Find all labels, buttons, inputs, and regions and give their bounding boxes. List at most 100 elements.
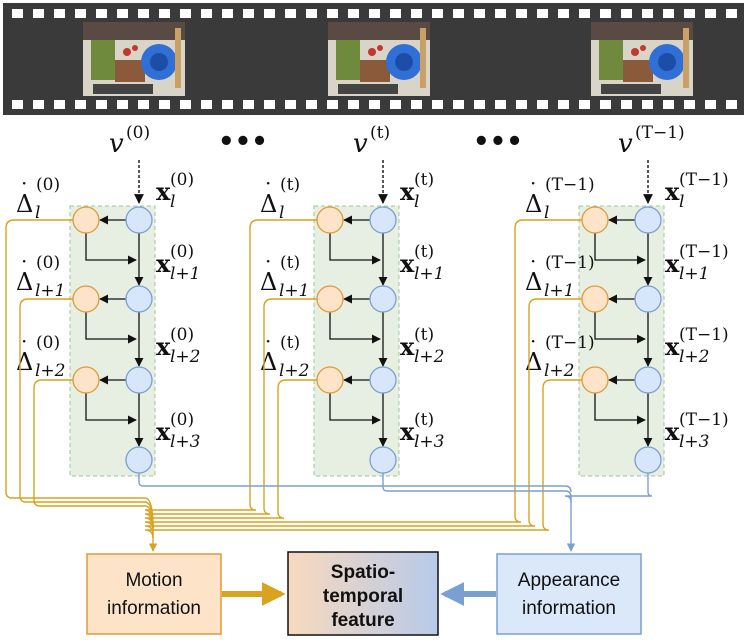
feature-label-line3: feature: [331, 610, 394, 631]
x-subscript: l+3: [170, 432, 201, 452]
delta-superscript: (T−1): [545, 253, 595, 273]
sprocket-hole: [432, 100, 443, 109]
frame-utensil: [420, 28, 426, 88]
delta-symbol: Δ: [525, 348, 542, 376]
column-T-1: v(T−1)x(T−1)lx(T−1)l+1x(T−1)l+2x(T−1)l+3…: [525, 123, 729, 477]
frame-tomato: [377, 45, 383, 51]
frame-bowl-inner: [150, 53, 168, 71]
orange-to-chain-arrow: [594, 312, 646, 344]
motion-node: [72, 285, 100, 313]
sprocket-hole: [705, 100, 716, 109]
motion-node: [316, 285, 344, 313]
sprocket-hole: [369, 9, 380, 18]
x-symbol: x: [665, 332, 680, 361]
delta-dot: ·: [21, 329, 27, 353]
delta-label: ·Δ(T−1)l+1: [525, 249, 595, 301]
delta-label: ·Δ(T−1)l: [525, 171, 595, 223]
motion-label-line2: information: [107, 598, 201, 619]
sprocket-hole: [453, 9, 464, 18]
sprocket-hole: [306, 100, 317, 109]
delta-dot: ·: [530, 329, 536, 353]
sprocket-hole: [222, 100, 233, 109]
motion-node: [72, 206, 100, 234]
motion-node: [316, 366, 344, 394]
x-label: x(T−1)l+1: [665, 242, 729, 284]
sprocket-hole: [285, 9, 296, 18]
sprocket-hole: [726, 9, 737, 18]
v-label: v: [353, 129, 368, 159]
appearance-node-last: [634, 446, 662, 474]
sprocket-hole: [369, 100, 380, 109]
frame-vegetables: [599, 40, 623, 80]
delta-superscript: (T−1): [545, 175, 595, 195]
x-label: x(t)l+3: [400, 410, 445, 452]
delta-subscript: l: [279, 203, 284, 223]
delta-subscript: l+1: [544, 281, 575, 301]
motion-label-line1: Motion: [125, 570, 182, 591]
appearance-route: [138, 473, 572, 493]
orange-to-chain-arrow: [85, 312, 137, 344]
sprocket-hole: [180, 9, 191, 18]
x-label: x(t)l: [400, 170, 434, 212]
sprocket-hole: [243, 9, 254, 18]
delta-superscript: (t): [280, 333, 300, 353]
frame-tomato: [132, 45, 138, 51]
delta-subscript: l+2: [544, 361, 575, 381]
frame-tomato: [123, 48, 131, 56]
feature-label-line2: temporal: [323, 586, 403, 607]
delta-label: ·Δ(t)l: [260, 171, 300, 223]
sprocket-hole: [75, 100, 86, 109]
sprocket-hole: [537, 9, 548, 18]
sprocket-hole: [201, 100, 212, 109]
frame-tomato: [640, 45, 646, 51]
sprocket-hole: [621, 100, 632, 109]
sprocket-hole: [348, 9, 359, 18]
orange-to-chain-arrow: [329, 393, 381, 425]
delta-symbol: Δ: [260, 348, 277, 376]
sprocket-hole: [579, 100, 590, 109]
appearance-node: [125, 206, 153, 234]
motion-route: [144, 219, 582, 531]
appearance-label-line2: information: [522, 598, 616, 619]
delta-symbol: Δ: [260, 190, 277, 218]
sprocket-hole: [327, 9, 338, 18]
x-symbol: x: [156, 249, 171, 278]
x-subscript: l+1: [414, 264, 445, 284]
column-panel: [69, 205, 156, 477]
sprocket-hole: [642, 100, 653, 109]
x-label: x(T−1)l: [665, 170, 729, 212]
sprocket-hole: [159, 100, 170, 109]
delta-label: ·Δ(0)l: [16, 171, 60, 223]
delta-superscript: (0): [36, 175, 60, 195]
sprocket-hole: [495, 100, 506, 109]
film-frame-2: [328, 22, 430, 96]
v-superscript: (0): [126, 123, 150, 143]
x-subscript: l+3: [414, 432, 445, 452]
delta-dot: ·: [21, 249, 27, 273]
x-subscript: l+2: [679, 347, 710, 367]
frame-vegetables: [336, 40, 360, 80]
delta-superscript: (0): [36, 253, 60, 273]
appearance-node: [125, 285, 153, 313]
x-label: x(T−1)l+2: [665, 325, 729, 367]
x-subscript: l+3: [679, 432, 710, 452]
frame-bottles: [93, 84, 153, 94]
feature-label-line1: Spatio-: [331, 562, 395, 583]
x-subscript: l+2: [170, 347, 201, 367]
sprocket-hole: [600, 100, 611, 109]
sprocket-hole: [138, 100, 149, 109]
x-label: x(0)l+1: [156, 242, 201, 284]
delta-subscript: l+1: [279, 281, 310, 301]
x-subscript: l+1: [679, 264, 710, 284]
x-symbol: x: [400, 417, 415, 446]
column-panel: [578, 205, 665, 477]
x-subscript: l+1: [170, 264, 201, 284]
x-superscript: (T−1): [679, 170, 729, 190]
frame-utensil: [175, 28, 181, 88]
column-panel: [313, 205, 400, 477]
x-subscript: l+2: [414, 347, 445, 367]
x-label: x(t)l+1: [400, 242, 445, 284]
orange-to-chain-arrow: [594, 233, 646, 265]
orange-to-chain-arrow: [329, 233, 381, 265]
